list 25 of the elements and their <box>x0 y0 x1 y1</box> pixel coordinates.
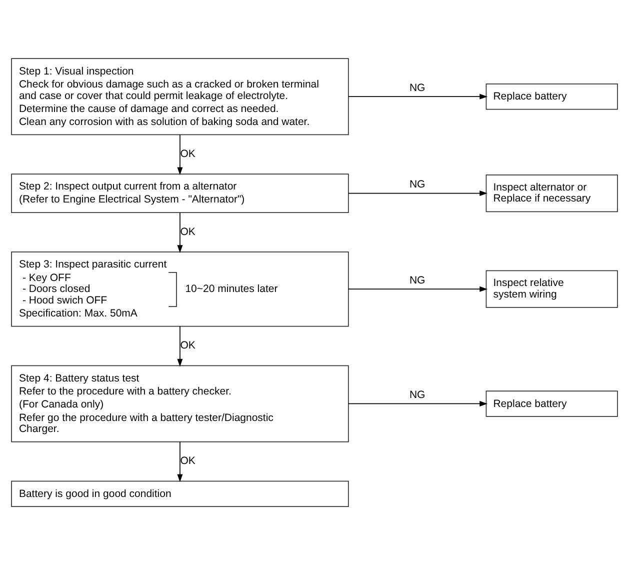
edge-label: OK <box>180 148 196 160</box>
arrow <box>177 134 183 175</box>
node-box: Step 1: Visual inspection Check for obvious damage such as a cracked or broken terminal and case or cover that could permit leakage of electrolyte. Determine the cause of damage and correct as needed. Clean any corrosion with as solution of baking soda and water. <box>11 58 349 135</box>
arrow <box>177 440 183 482</box>
edge-label: NG <box>409 81 426 94</box>
arrow <box>177 325 183 366</box>
arrow <box>348 190 488 196</box>
edge-label: NG <box>409 178 426 190</box>
edge-label: OK <box>180 339 196 352</box>
edge-label: OK <box>180 225 196 238</box>
arrow <box>348 286 488 292</box>
node-box: Battery is good in good condition <box>11 480 349 506</box>
arrow <box>177 212 183 253</box>
node-box: Step 2: Inspect output current from a alternator (Refer to Engine Electrical System - "Alternator") <box>11 173 349 212</box>
edge-label: NG <box>409 388 426 401</box>
node-box: Replace battery <box>486 82 618 110</box>
edge-label: OK <box>180 454 196 467</box>
edge-label: NG <box>409 274 426 286</box>
node-box: Replace battery <box>486 390 618 416</box>
arrow <box>348 400 488 406</box>
node-box: Inspect alternator or Replace if necessary <box>486 174 618 212</box>
arrow <box>348 93 488 99</box>
node-box: Inspect relative system wiring <box>486 270 618 308</box>
node-box: Step 4: Battery status test Refer to the procedure with a battery checker. (For Canada only) Refer go the procedure with a battery tester/Diagnostic Charger. <box>11 364 349 442</box>
node-box: Step 3: Inspect parasitic current - Key OFF - Doors closed - Hood swich OFF 10~20 minutes later Specification: Max. 50mA <box>11 250 349 326</box>
